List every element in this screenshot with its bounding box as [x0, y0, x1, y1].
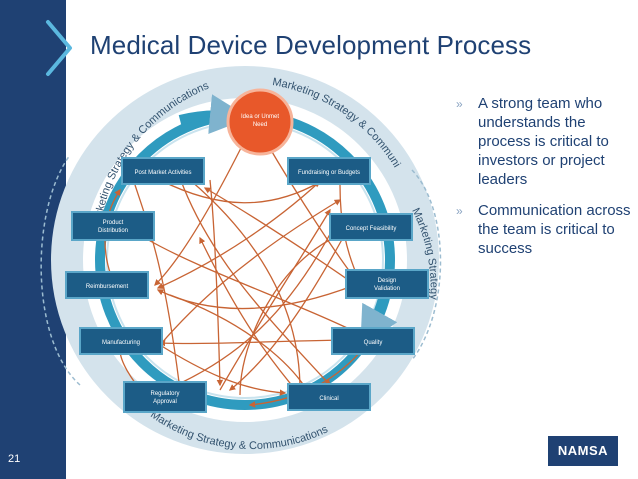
- node-design-validation[interactable]: Design Validation: [345, 269, 429, 299]
- svg-text:Clinical: Clinical: [319, 396, 338, 402]
- bullet-item: » Communication across the team is criti…: [456, 201, 632, 258]
- bullet-list: » A strong team who understands the proc…: [456, 94, 632, 270]
- node-manufacturing[interactable]: Manufacturing: [79, 327, 163, 355]
- node-clinical[interactable]: Clinical: [287, 383, 371, 411]
- process-diagram: Marketing Strategy & Communications Mark…: [40, 60, 442, 454]
- svg-text:Idea or Unmet: Idea or Unmet: [241, 114, 279, 120]
- bullet-text: Communication across the team is critica…: [478, 202, 631, 257]
- svg-text:Fundraising or Budgets: Fundraising or Budgets: [298, 170, 360, 176]
- svg-text:Reimbursement: Reimbursement: [86, 284, 129, 290]
- svg-text:Approval: Approval: [153, 399, 177, 405]
- namsa-logo: NAMSA: [548, 436, 618, 466]
- chevron-icon: [46, 20, 72, 76]
- bullet-item: » A strong team who understands the proc…: [456, 94, 632, 189]
- node-fundraising[interactable]: Fundraising or Budgets: [287, 157, 371, 185]
- bullet-marker: »: [456, 204, 463, 218]
- node-regulatory-approval[interactable]: Regulatory Approval: [123, 381, 207, 413]
- svg-text:Validation: Validation: [374, 286, 400, 292]
- svg-text:Concept Feasibility: Concept Feasibility: [346, 226, 397, 232]
- node-concept-feasibility[interactable]: Concept Feasibility: [329, 213, 413, 241]
- svg-text:Regulatory: Regulatory: [150, 391, 179, 397]
- node-product-distribution[interactable]: Product Distribution: [71, 211, 155, 241]
- svg-text:Product: Product: [103, 220, 124, 226]
- bullet-marker: »: [456, 97, 463, 111]
- return-loop: [411, 169, 442, 361]
- node-idea[interactable]: Idea or Unmet Need: [226, 88, 294, 156]
- node-post-market[interactable]: Post Market Activities: [121, 157, 205, 185]
- ring-arrow: [178, 94, 250, 135]
- svg-text:Distribution: Distribution: [98, 228, 128, 234]
- svg-text:Quality: Quality: [364, 340, 383, 346]
- slide-title: Medical Device Development Process: [90, 30, 532, 60]
- bullet-text: A strong team who understands the proces…: [478, 95, 609, 188]
- return-loop: [40, 154, 81, 386]
- node-reimbursement[interactable]: Reimbursement: [65, 271, 149, 299]
- svg-text:Need: Need: [253, 122, 267, 128]
- node-quality[interactable]: Quality: [331, 327, 415, 355]
- page-number: 21: [8, 453, 21, 465]
- svg-text:Manufacturing: Manufacturing: [102, 340, 140, 346]
- svg-text:Post Market Activities: Post Market Activities: [134, 170, 191, 176]
- svg-text:Design: Design: [378, 278, 397, 284]
- outer-ring: [51, 66, 439, 454]
